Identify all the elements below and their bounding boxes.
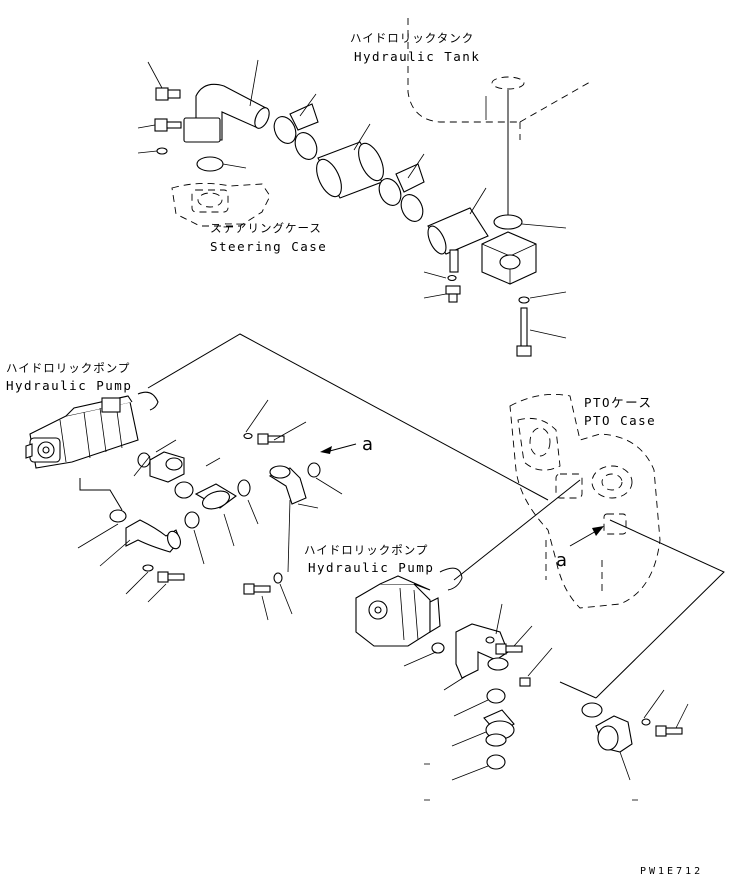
hydraulic-pump-2-label: Hydraulic Pump bbox=[308, 560, 434, 575]
elbow-pump-1-delivery bbox=[268, 465, 307, 505]
bolt-pump-1-delivery bbox=[243, 583, 271, 595]
steering-case-label-jp: ステアリングケース bbox=[210, 221, 322, 235]
o-ring-pump-1-bottom bbox=[109, 509, 127, 523]
hydraulic-tank-label-jp: ハイドロリックタンク bbox=[350, 31, 474, 45]
washer-upper bbox=[156, 147, 168, 155]
hydraulic-tank bbox=[407, 18, 591, 215]
leader-lines-upper bbox=[137, 59, 567, 339]
hose-clamps-upper bbox=[273, 103, 319, 160]
plug-tank bbox=[445, 285, 461, 303]
o-ring-pump-1-delivery bbox=[307, 462, 321, 478]
o-ring-tank bbox=[493, 214, 523, 230]
pto-case-label: PTO Case bbox=[584, 413, 656, 428]
suction-tube-tank bbox=[427, 207, 489, 273]
plug-pump-2 bbox=[519, 677, 531, 687]
bolt-upper-2 bbox=[154, 118, 182, 132]
washer-pump-2-top bbox=[485, 636, 495, 644]
hose-pump-1 bbox=[237, 479, 251, 497]
elbow-pump-2 bbox=[455, 623, 509, 679]
hose-pump-2 bbox=[486, 754, 506, 770]
hose-clamps-middle bbox=[378, 163, 425, 222]
hydraulic-tank-label: Hydraulic Tank bbox=[354, 49, 480, 64]
ref-a-arrow-head-2 bbox=[592, 526, 604, 536]
leader-lines-pump-1 bbox=[77, 333, 549, 621]
collar-pump-2 bbox=[486, 688, 506, 704]
ref-a-arrow-line-2 bbox=[569, 529, 599, 547]
o-ring-pump-1-suction bbox=[184, 511, 200, 529]
bolt-pump-1-top bbox=[257, 433, 285, 445]
washer-lower bbox=[641, 718, 651, 726]
washer-pump-1-delivery bbox=[273, 572, 283, 584]
hydraulic-pump-1-label-jp: ハイドロリックポンプ bbox=[6, 361, 130, 375]
steering-case bbox=[171, 183, 271, 227]
hose-clamp-pump-1 bbox=[194, 483, 237, 510]
long-bolt-tank bbox=[516, 307, 532, 357]
tank-flange-block bbox=[481, 231, 537, 285]
drawing-code: PW1E712 bbox=[640, 866, 703, 877]
bolt-pump-1-bottom bbox=[157, 571, 185, 583]
flange-fitting-pump-1-top bbox=[149, 451, 185, 483]
ref-a-arrow-line-1 bbox=[325, 443, 357, 453]
hydraulic-pump-1-label: Hydraulic Pump bbox=[6, 378, 132, 393]
suction-hose bbox=[316, 141, 384, 199]
ref-a-pto: a bbox=[556, 550, 567, 571]
o-ring-pump-1-top bbox=[137, 452, 151, 468]
o-ring-elbow-lower bbox=[581, 702, 603, 718]
washer-pump-1-bottom bbox=[142, 564, 154, 572]
bolt-lower bbox=[655, 725, 683, 737]
o-ring-pump-2 bbox=[431, 642, 445, 654]
snap-ring-pump-1 bbox=[137, 391, 159, 411]
steering-case-label: Steering Case bbox=[210, 239, 327, 254]
ref-a-arrow-head-1 bbox=[320, 446, 332, 454]
washer-tank-right bbox=[518, 296, 530, 304]
suction-elbow-upper bbox=[183, 83, 270, 143]
washer-pump-1-top bbox=[243, 432, 253, 440]
hydraulic-pump-2 bbox=[355, 575, 441, 647]
bolt-pump-2-top bbox=[495, 643, 523, 655]
collar-pump-1 bbox=[174, 481, 194, 499]
washer-tank-left bbox=[447, 274, 457, 282]
hydraulic-pump-2-label-jp: ハイドロリックポンプ bbox=[304, 543, 428, 557]
o-ring-upper bbox=[196, 156, 224, 172]
bolt-upper-1 bbox=[155, 87, 181, 101]
hydraulic-pump-1 bbox=[25, 395, 139, 469]
elbow-pump-1-suction bbox=[125, 519, 181, 553]
leader-lines-pump-2 bbox=[403, 479, 725, 801]
ref-a-arrow-1: a bbox=[362, 434, 373, 455]
pto-case-label-jp: PTOケース bbox=[584, 395, 652, 410]
hose-clamp-pump-2 bbox=[483, 709, 515, 747]
elbow-lower bbox=[595, 715, 633, 753]
snap-ring-pump-2 bbox=[439, 567, 463, 591]
pto-case bbox=[509, 393, 661, 609]
